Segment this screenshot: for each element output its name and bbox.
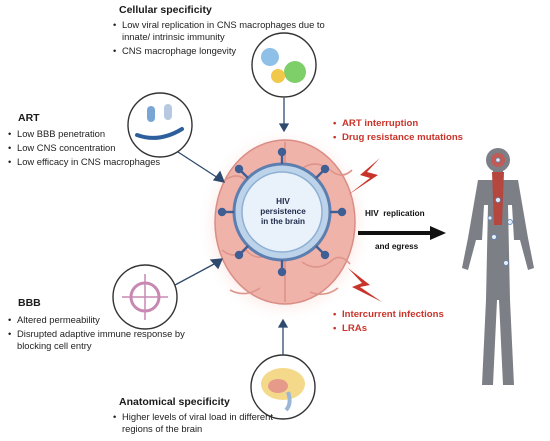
lightning-icon-top <box>348 158 380 195</box>
art-list: Low BBB penetration Low CNS concentratio… <box>8 128 178 169</box>
bbb-icon <box>112 264 178 330</box>
list-item: ART interruption <box>333 118 523 130</box>
center-label: HIV persistence in the brain <box>248 197 318 227</box>
list-item: Higher levels of viral load in different… <box>113 411 273 435</box>
brain-anatomy-icon <box>250 354 316 420</box>
list-item: Disrupted adaptive immune response by bl… <box>8 328 188 352</box>
risk-bottom-block: Intercurrent infections LRAs <box>333 309 513 336</box>
list-item: Low BBB penetration <box>8 128 178 140</box>
bbb-block: BBB Altered permeability Disrupted adapt… <box>8 297 188 353</box>
list-item: Intercurrent infections <box>333 309 513 321</box>
cellular-block: Cellular specificity Low viral replicati… <box>113 4 353 58</box>
list-item: CNS macrophage longevity <box>113 45 353 57</box>
arrow-anatomical <box>277 318 289 355</box>
risk-top-list: ART interruption Drug resistance mutatio… <box>333 118 523 145</box>
arrow-cellular <box>278 98 290 133</box>
risk-bottom-list: Intercurrent infections LRAs <box>333 309 513 336</box>
list-item: Altered permeability <box>8 314 188 326</box>
flow-label-replication: HIV replication <box>365 209 425 218</box>
human-body-icon <box>462 148 534 385</box>
bbb-title: BBB <box>18 297 41 309</box>
anatomical-block: Anatomical specificity Higher levels of … <box>113 396 273 435</box>
center-label-line: persistence <box>260 207 306 216</box>
anatomical-list: Higher levels of viral load in different… <box>113 411 273 435</box>
list-item: Low viral replication in CNS macrophages… <box>113 19 353 43</box>
risk-top-block: ART interruption Drug resistance mutatio… <box>333 118 523 145</box>
hiv-virion-icon <box>217 147 347 277</box>
lightning-icon-bottom <box>348 268 382 302</box>
list-item: Low efficacy in CNS macrophages <box>8 156 178 168</box>
arrow-art <box>177 151 226 183</box>
center-label-line: in the brain <box>260 217 306 226</box>
cellular-list: Low viral replication in CNS macrophages… <box>113 19 353 58</box>
list-item: Drug resistance mutations <box>333 132 523 144</box>
art-title: ART <box>18 112 40 124</box>
cellular-title: Cellular specificity <box>119 4 212 16</box>
bbb-list: Altered permeability Disrupted adaptive … <box>8 314 188 353</box>
egress-arrow <box>358 226 446 240</box>
center-label-line: HIV <box>276 197 290 206</box>
arrow-bbb <box>174 258 224 286</box>
flow-label-egress: and egress <box>375 242 419 251</box>
list-item: LRAs <box>333 323 513 335</box>
art-block: ART Low BBB penetration Low CNS concentr… <box>8 112 178 169</box>
anatomical-title: Anatomical specificity <box>119 396 230 408</box>
list-item: Low CNS concentration <box>8 142 178 154</box>
